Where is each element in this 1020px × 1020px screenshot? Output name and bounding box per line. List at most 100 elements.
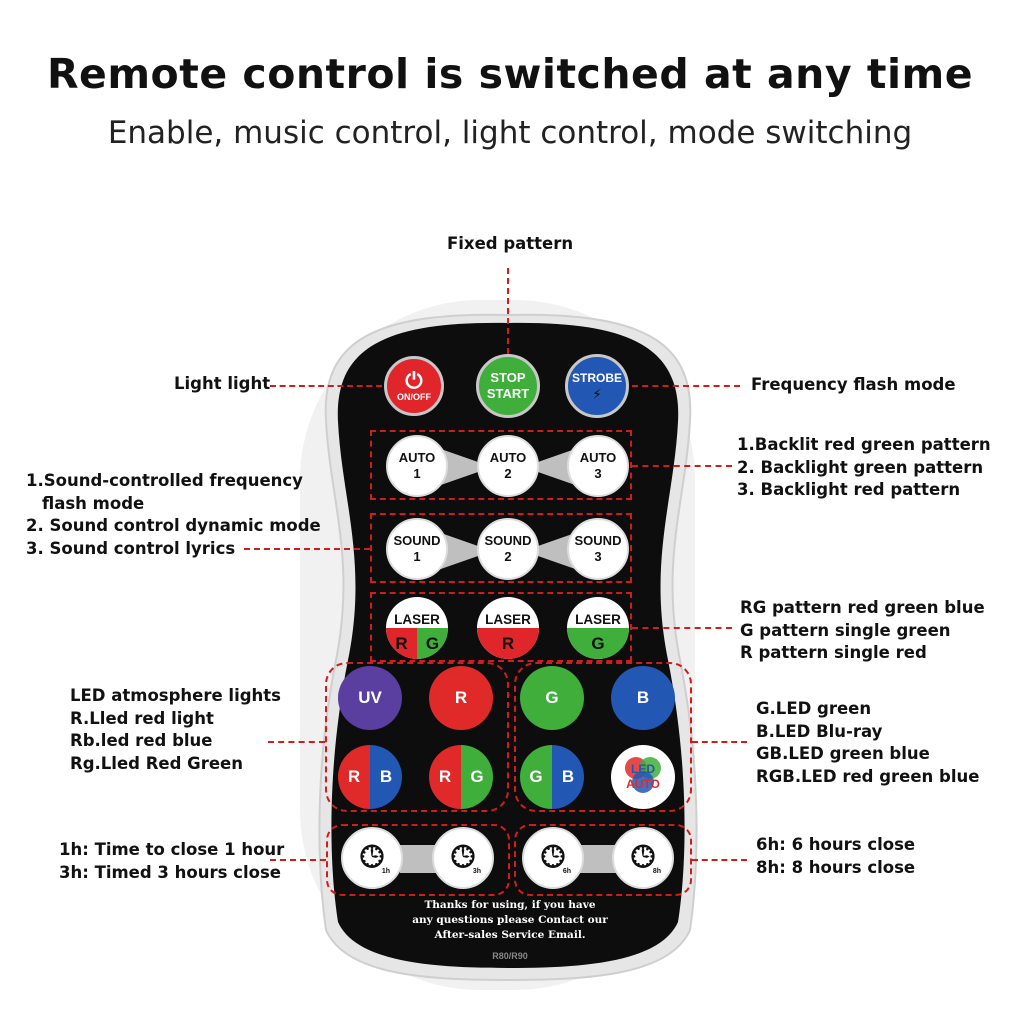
sound-3-button[interactable]: SOUND 3 (567, 518, 629, 580)
laser-desc-line: G pattern single green (740, 620, 951, 640)
sound-1-button[interactable]: SOUND 1 (386, 518, 448, 580)
laser-r-button[interactable]: LASER R (477, 597, 539, 659)
stop-label: STOP (490, 370, 526, 385)
led-uv-button[interactable]: UV (338, 666, 402, 730)
timer-right-desc-line: 6h: 6 hours close (756, 835, 916, 854)
timer-right-desc-line: 8h: 8 hours close (756, 857, 916, 877)
auto-3-label: AUTO (579, 450, 617, 465)
timer-6h-button[interactable]: 🕒︎ 6h (522, 827, 584, 889)
auto-desc-line: 2. Backlight green pattern (737, 457, 984, 477)
timer-8h-button[interactable]: 🕒︎ 8h (612, 827, 674, 889)
leader-timer-right (692, 859, 747, 861)
footer-line: After-sales Service Email. (434, 929, 586, 941)
timer-right-outline (514, 824, 692, 896)
led-right-desc-line: GB.LED green blue (756, 744, 930, 763)
auto-group-outline (370, 430, 632, 500)
timer-8h-label: 8h (652, 868, 661, 875)
sound-desc-line: 3. Sound control lyrics (26, 538, 236, 558)
model-label: R80/R90 (492, 951, 528, 961)
timer-6h-label: 6h (562, 868, 571, 875)
page-title: Remote control is switched at any time (46, 50, 974, 98)
sound-3-label: SOUND (574, 533, 622, 548)
remote-footer-text: Thanks for using, if you have any questi… (405, 898, 615, 943)
led-left-desc-line: Rb.led red blue (70, 731, 213, 750)
rgb-circles-icon (621, 755, 665, 799)
led-left-outline (325, 662, 509, 812)
auto-1-button[interactable]: AUTO 1 (386, 435, 448, 497)
sound-desc-line: flash mode (42, 493, 145, 513)
auto-desc-line: 3. Backlight red pattern (737, 480, 961, 499)
laser-rg-label: LASER (394, 612, 440, 627)
led-g-label: G (545, 688, 559, 707)
laser-r-label: LASER (485, 612, 531, 627)
timer-3h-button[interactable]: 🕒︎ 3h (432, 827, 494, 889)
leader-light-light (270, 385, 382, 387)
auto-1-label: AUTO (398, 450, 436, 465)
led-r-button[interactable]: R (429, 666, 493, 730)
leader-laser (632, 627, 732, 629)
sound-2-button[interactable]: SOUND 2 (477, 518, 539, 580)
led-b-label: B (636, 688, 650, 707)
laser-rg-button[interactable]: LASER R G (386, 597, 448, 659)
sound-1-label: SOUND (393, 533, 441, 548)
auto-2-number: 2 (504, 466, 512, 481)
led-rg-button[interactable]: R G (429, 745, 493, 809)
leader-fixed-pattern (507, 268, 509, 354)
sound-desc-line: 2. Sound control dynamic mode (26, 516, 321, 535)
auto-3-button[interactable]: AUTO 3 (567, 435, 629, 497)
led-rb-button[interactable]: R B (338, 745, 402, 809)
led-auto-button[interactable]: LED AUTO (611, 745, 675, 809)
clock-icon: 🕒︎ (360, 841, 384, 874)
leader-timer-left (270, 859, 326, 861)
timer-left-desc-line: 1h: Time to close 1 hour (59, 840, 285, 859)
laser-g-label: LASER (575, 612, 621, 627)
stop-start-button[interactable]: STOP START (476, 354, 540, 418)
sound-desc-line: 1.Sound-controlled frequency (26, 471, 303, 490)
leader-frequency-flash (632, 385, 740, 387)
power-label: ON/OFF (397, 391, 431, 402)
sound-3-number: 3 (594, 549, 602, 564)
led-gb-button[interactable]: G B (520, 745, 584, 809)
led-left-desc-line: Rg.Lled Red Green (70, 753, 243, 773)
leader-led-left (268, 741, 325, 743)
light-light-label: Light light (174, 374, 271, 393)
clock-icon: 🕒︎ (631, 841, 655, 874)
auto-2-button[interactable]: AUTO 2 (477, 435, 539, 497)
sound-2-label: SOUND (484, 533, 532, 548)
timer-right-description: 6h: 6 hours close 8h: 8 hours close (756, 834, 915, 879)
timer-1h-label: 1h (381, 868, 390, 875)
led-r-label: R (454, 688, 468, 707)
timer-1h-button[interactable]: 🕒︎ 1h (341, 827, 403, 889)
footer-line: any questions please Contact our (412, 914, 608, 926)
power-icon: ⏻ (405, 367, 423, 393)
sound-description: 1.Sound-controlled frequency flash mode … (26, 470, 321, 560)
auto-description: 1.Backlit red green pattern 2. Backlight… (737, 434, 991, 502)
sound-1-number: 1 (413, 549, 421, 564)
sound-2-number: 2 (504, 549, 512, 564)
page-subtitle: Enable, music control, light control, mo… (107, 115, 913, 151)
frequency-flash-label: Frequency flash mode (751, 375, 956, 394)
leader-sound (244, 548, 370, 550)
auto-2-label: AUTO (489, 450, 527, 465)
clock-icon: 🕒︎ (541, 841, 565, 874)
timer-3h-label: 3h (472, 868, 481, 875)
clock-icon: 🕒︎ (451, 841, 475, 874)
led-left-desc-line: LED atmosphere lights (70, 686, 281, 705)
auto-1-number: 1 (413, 466, 421, 481)
start-label: START (486, 386, 530, 401)
laser-group-outline (370, 592, 632, 662)
power-button[interactable]: ⏻ ON/OFF (384, 356, 444, 416)
laser-description: RG pattern red green blue G pattern sing… (740, 597, 985, 665)
led-right-desc-line: B.LED Blu-ray (756, 721, 883, 741)
led-left-desc-line: R.Lled red light (70, 708, 214, 728)
strobe-button[interactable]: STROBE ⚡ (565, 354, 629, 418)
led-right-desc-line: G.LED green (756, 699, 872, 718)
led-auto-line2: AUTO (626, 777, 660, 791)
timer-left-desc-line: 3h: Timed 3 hours close (59, 862, 281, 882)
laser-g-button[interactable]: LASER G (567, 597, 629, 659)
led-g-button[interactable]: G (520, 666, 584, 730)
led-uv-label: UV (358, 688, 382, 707)
led-right-desc-line: RGB.LED red green blue (756, 766, 980, 786)
led-left-description: LED atmosphere lights R.Lled red light R… (70, 685, 281, 775)
led-b-button[interactable]: B (611, 666, 675, 730)
